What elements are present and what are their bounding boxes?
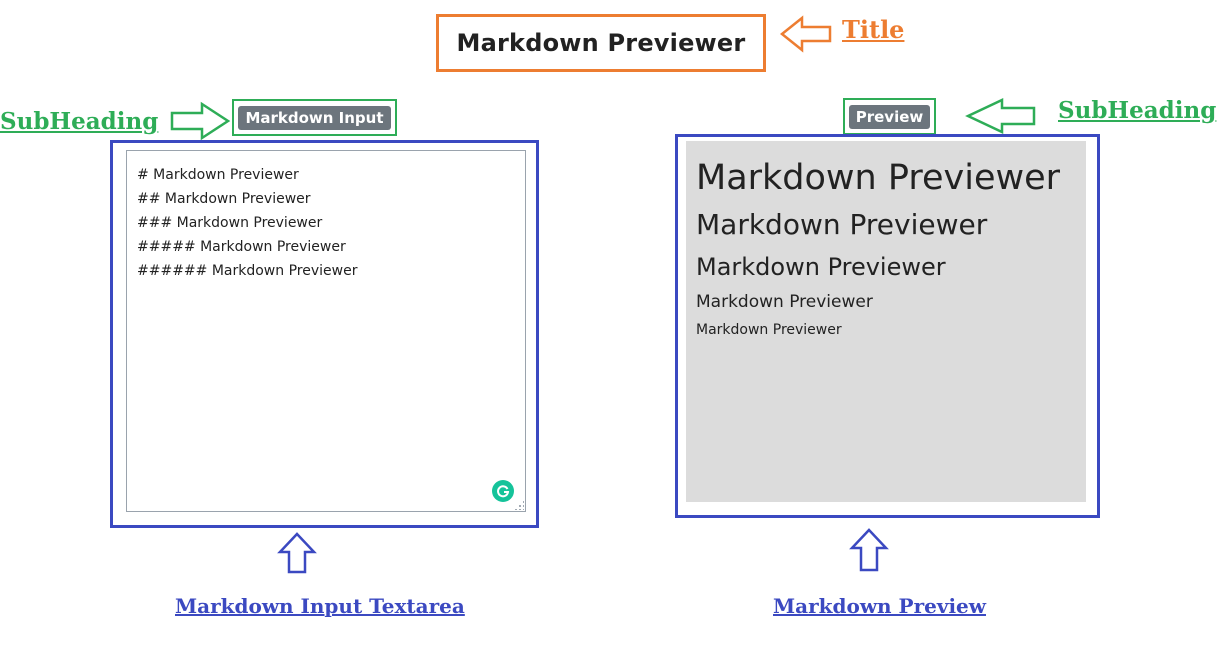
preview-subheading: Preview — [848, 104, 931, 129]
source-line: ###### Markdown Previewer — [137, 263, 358, 279]
markdown-input-textarea[interactable]: # Markdown Previewer ## Markdown Preview… — [126, 150, 526, 512]
grammarly-icon[interactable] — [492, 480, 514, 502]
preview-h2: Markdown Previewer — [696, 208, 988, 241]
markdown-preview: Markdown Previewer Markdown Previewer Ma… — [686, 141, 1086, 502]
subheading-annotation-right: SubHeading — [1058, 97, 1217, 124]
input-caption: Markdown Input Textarea — [175, 594, 465, 618]
page-title: Markdown Previewer — [456, 29, 746, 57]
title-arrow-icon — [779, 15, 832, 53]
input-subheading: Markdown Input — [238, 105, 391, 130]
preview-caption: Markdown Preview — [773, 594, 986, 618]
source-line: ### Markdown Previewer — [137, 215, 323, 231]
preview-subheading-box: Preview — [843, 98, 936, 135]
preview-h3: Markdown Previewer — [696, 253, 946, 281]
source-line: ## Markdown Previewer — [137, 191, 311, 207]
subheading-arrow-right-icon — [170, 101, 231, 141]
source-line: ##### Markdown Previewer — [137, 239, 346, 255]
title-annotation: Title — [842, 15, 905, 44]
input-caption-arrow-icon — [277, 532, 317, 574]
subheading-arrow-left-icon — [965, 98, 1036, 134]
input-panel-frame — [110, 140, 539, 528]
preview-h1: Markdown Previewer — [696, 158, 1061, 198]
resize-handle-icon[interactable] — [514, 500, 524, 510]
subheading-annotation-left: SubHeading — [0, 108, 159, 135]
preview-panel-frame — [675, 134, 1100, 518]
preview-h5: Markdown Previewer — [696, 292, 873, 312]
preview-caption-arrow-icon — [849, 528, 889, 572]
source-line: # Markdown Previewer — [137, 167, 299, 183]
input-subheading-box: Markdown Input — [232, 99, 397, 136]
title-box: Markdown Previewer — [436, 14, 766, 72]
preview-h6: Markdown Previewer — [696, 322, 842, 338]
